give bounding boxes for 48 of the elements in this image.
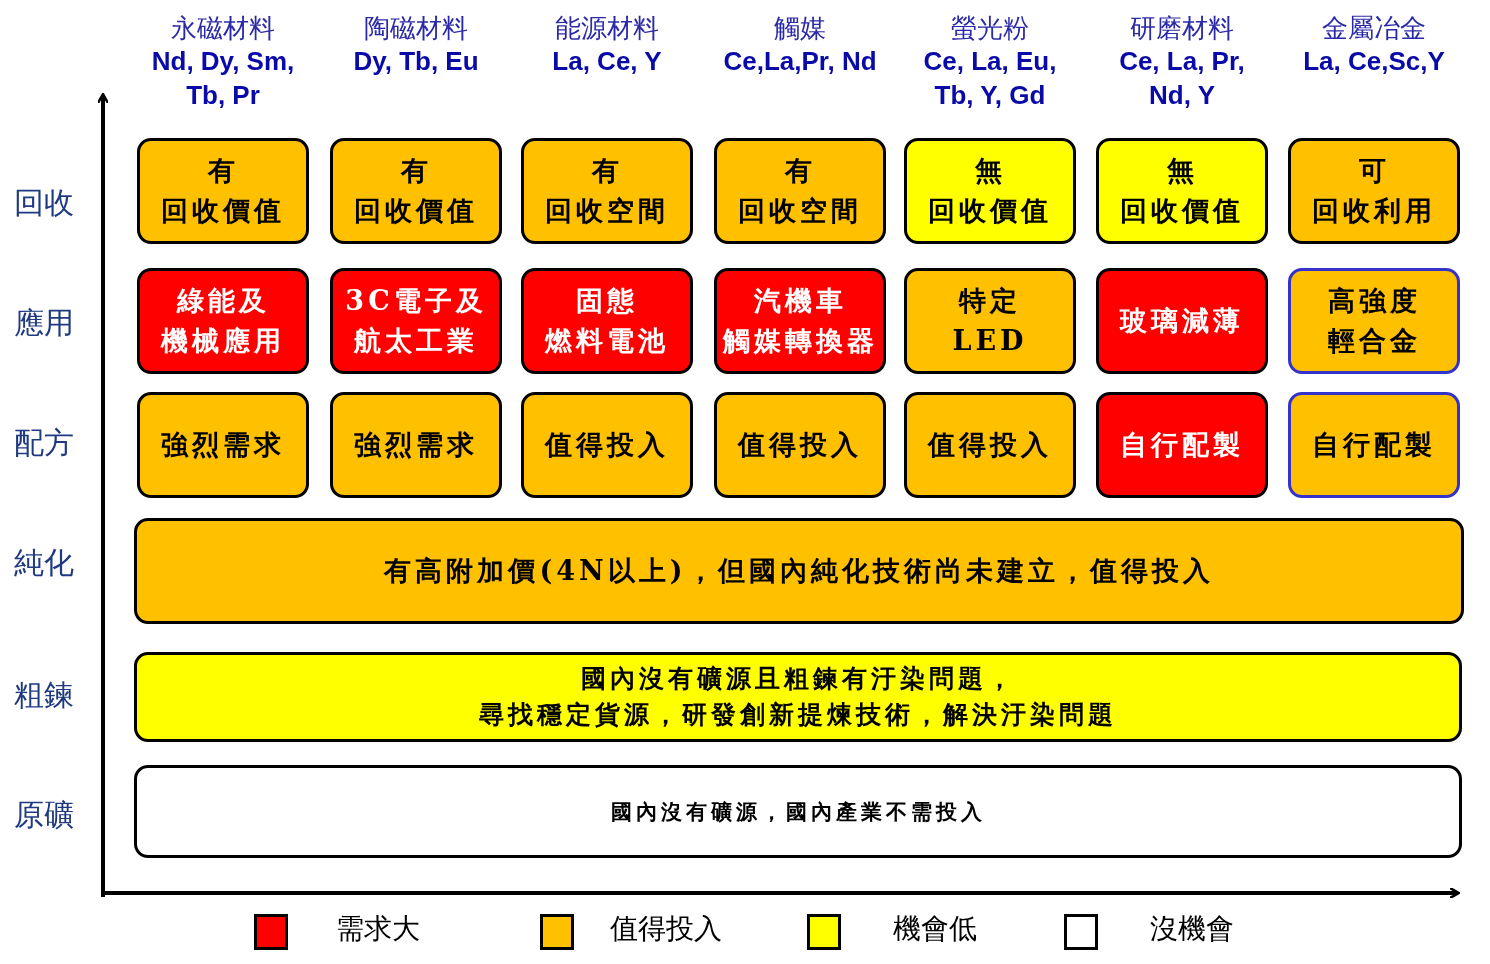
row-label: 回收	[14, 184, 74, 222]
column-heading: 研磨材料	[1130, 12, 1234, 44]
application-box: 玻璃減薄	[1096, 268, 1268, 374]
application-box: 汽機車 觸媒轉換器	[714, 268, 886, 374]
recycling-box: 有 回收價值	[330, 138, 502, 244]
formula-box: 值得投入	[904, 392, 1076, 498]
application-box: 高強度 輕合金	[1288, 268, 1460, 374]
element-list: Ce,La,Pr, Nd	[715, 44, 885, 78]
column-heading: 永磁材料	[171, 12, 275, 44]
column-heading: 螢光粉	[951, 12, 1029, 44]
application-box: 固態 燃料電池	[521, 268, 693, 374]
formula-box: 強烈需求	[137, 392, 309, 498]
column-heading: 金屬冶金	[1322, 12, 1426, 44]
element-list: La, Ce,Sc,Y	[1289, 44, 1459, 78]
formula-box: 值得投入	[714, 392, 886, 498]
element-list: Dy, Tb, Eu	[331, 44, 501, 78]
recycling-box: 可 回收利用	[1288, 138, 1460, 244]
legend-label: 機會低	[893, 911, 977, 947]
row-label: 粗鍊	[14, 676, 74, 714]
legend-label: 值得投入	[610, 911, 722, 947]
column-heading: 觸媒	[774, 12, 826, 44]
formula-box: 自行配製	[1096, 392, 1268, 498]
recycling-box: 有 回收空間	[714, 138, 886, 244]
formula-box: 值得投入	[521, 392, 693, 498]
element-list: Nd, Dy, Sm, Tb, Pr	[138, 44, 308, 112]
column-heading: 陶磁材料	[364, 12, 468, 44]
recycling-box: 有 回收價值	[137, 138, 309, 244]
row-label: 原礦	[14, 796, 74, 834]
ore-band: 國內沒有礦源，國內產業不需投入	[134, 765, 1462, 858]
column-heading: 能源材料	[555, 12, 659, 44]
formula-box: 強烈需求	[330, 392, 502, 498]
application-box: 3C電子及 航太工業	[330, 268, 502, 374]
recycling-box: 無 回收價值	[1096, 138, 1268, 244]
application-box: 綠能及 機械應用	[137, 268, 309, 374]
legend-label: 沒機會	[1150, 911, 1234, 947]
element-list: Ce, La, Eu, Tb, Y, Gd	[905, 44, 1075, 112]
row-label: 應用	[14, 304, 74, 342]
refining-band: 國內沒有礦源且粗鍊有汙染問題， 尋找穩定貨源，研發創新提煉技術，解決汙染問題	[134, 652, 1462, 742]
legend-label: 需求大	[336, 911, 420, 947]
recycling-box: 無 回收價值	[904, 138, 1076, 244]
element-list: La, Ce, Y	[522, 44, 692, 78]
purification-band: 有高附加價(4N以上)，但國內純化技術尚未建立，值得投入	[134, 518, 1464, 624]
row-label: 配方	[14, 424, 74, 462]
application-box: 特定 LED	[904, 268, 1076, 374]
row-label: 純化	[14, 544, 74, 582]
formula-box: 自行配製	[1288, 392, 1460, 498]
recycling-box: 有 回收空間	[521, 138, 693, 244]
element-list: Ce, La, Pr, Nd, Y	[1097, 44, 1267, 112]
